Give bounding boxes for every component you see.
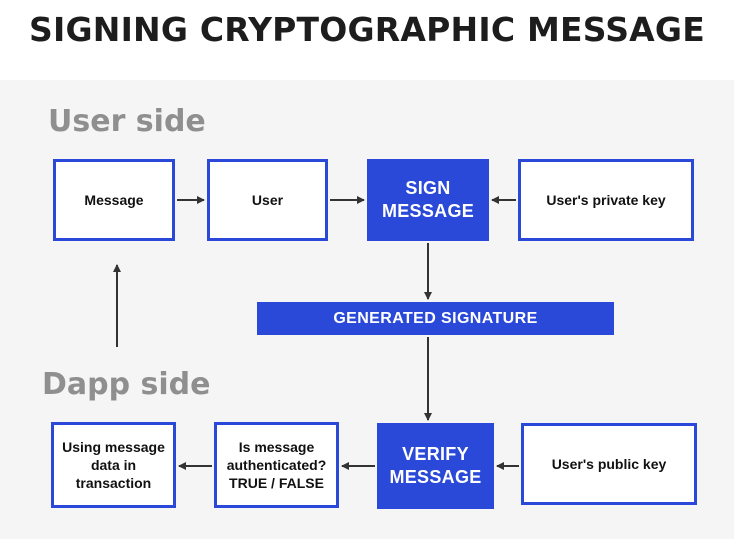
verify-message-label-line1: VERIFY	[402, 443, 469, 464]
using-message-box: Using message data in transaction	[51, 422, 176, 508]
dapp-side-label: Dapp side	[42, 367, 211, 402]
authenticated-line1: Is message	[238, 438, 315, 455]
message-label: Message	[84, 191, 144, 208]
authenticated-line2: authenticated?	[226, 456, 327, 473]
generated-signature-bar: GENERATED SIGNATURE	[257, 302, 614, 335]
private-key-box: User's private key	[518, 159, 694, 241]
page-title: SIGNING CRYPTOGRAPHIC MESSAGE	[29, 10, 705, 49]
sign-message-label-line1: SIGN	[405, 177, 451, 198]
user-box: User	[207, 159, 328, 241]
verify-message-box: VERIFY MESSAGE	[377, 423, 494, 509]
private-key-label: User's private key	[546, 191, 666, 208]
using-message-line1: Using message	[62, 438, 165, 455]
public-key-box: User's public key	[521, 423, 697, 505]
public-key-label: User's public key	[551, 455, 667, 472]
verify-message-label-line2: MESSAGE	[389, 467, 482, 487]
using-message-line3: transaction	[75, 475, 152, 492]
user-label: User	[251, 191, 284, 208]
using-message-line2: data in	[90, 456, 137, 473]
authenticated-box: Is message authenticated? TRUE / FALSE	[214, 422, 339, 508]
authenticated-line3: TRUE / FALSE	[229, 475, 324, 492]
sign-message-box: SIGN MESSAGE	[367, 159, 489, 241]
user-side-label: User side	[48, 104, 206, 139]
message-box: Message	[53, 159, 175, 241]
generated-signature-label: GENERATED SIGNATURE	[333, 309, 538, 327]
sign-message-label-line2: MESSAGE	[381, 201, 475, 221]
